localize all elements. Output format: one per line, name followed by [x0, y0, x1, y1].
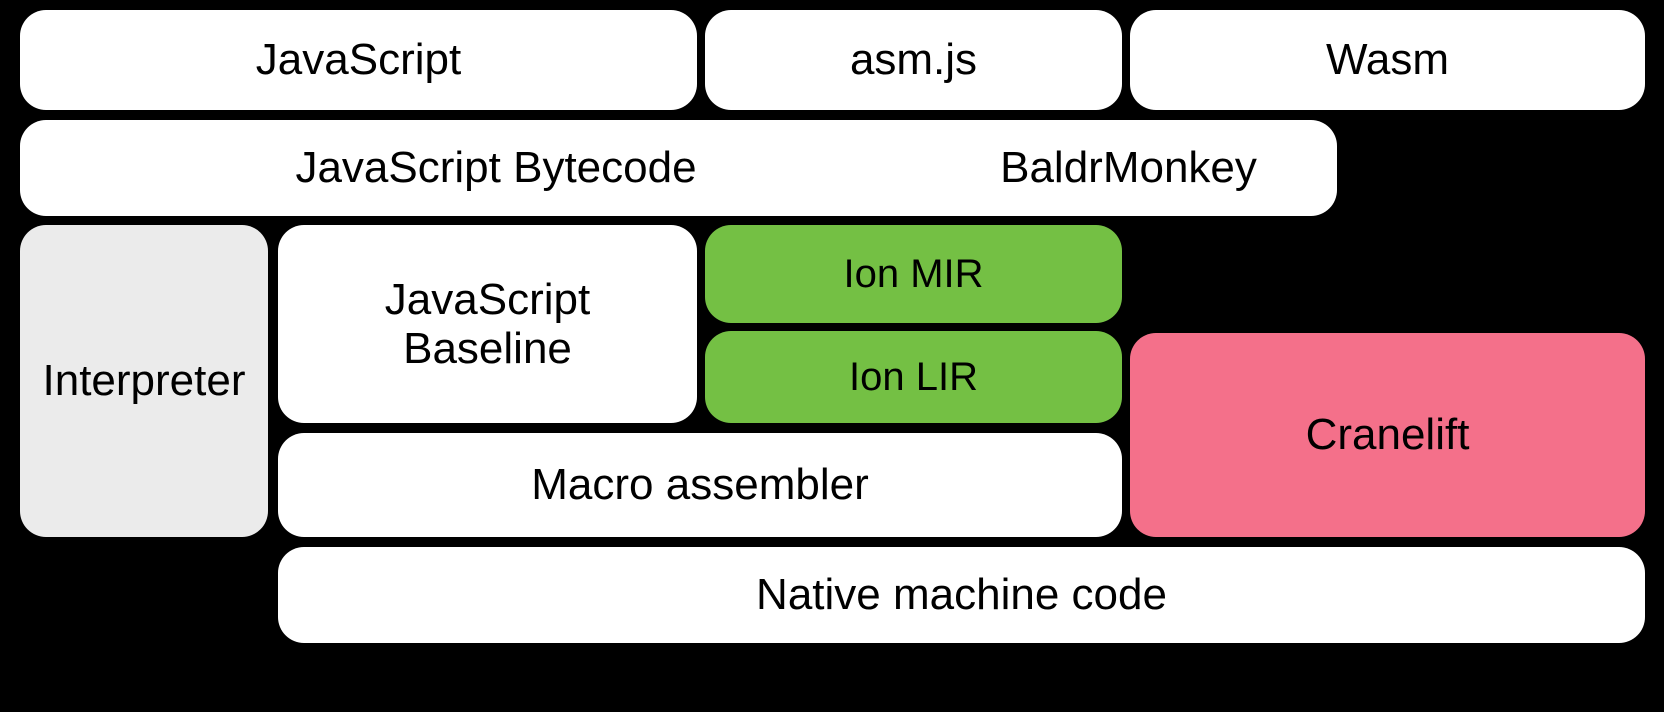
- node-wasm: Wasm: [1130, 10, 1645, 110]
- node-baldrmonkey: BaldrMonkey: [920, 120, 1337, 216]
- node-ion-mir: Ion MIR: [705, 225, 1122, 323]
- node-label-native-machine-code: Native machine code: [756, 570, 1167, 620]
- node-label-ion-mir: Ion MIR: [843, 251, 984, 296]
- node-label-javascript: JavaScript: [255, 35, 462, 85]
- node-asmjs: asm.js: [705, 10, 1122, 110]
- node-cranelift: Cranelift: [1130, 333, 1645, 537]
- node-label-interpreter: Interpreter: [42, 356, 246, 406]
- node-label-js-bytecode: JavaScript Bytecode: [295, 143, 697, 193]
- node-label-baldrmonkey: BaldrMonkey: [1000, 143, 1257, 193]
- node-macro-assembler: Macro assembler: [278, 433, 1122, 537]
- node-label-js-baseline: JavaScript Baseline: [384, 274, 591, 373]
- node-label-wasm: Wasm: [1325, 35, 1450, 85]
- node-label-cranelift: Cranelift: [1305, 410, 1470, 460]
- node-interpreter: Interpreter: [20, 225, 268, 537]
- node-label-macro-assembler: Macro assembler: [531, 460, 869, 510]
- node-js-baseline: JavaScript Baseline: [278, 225, 697, 423]
- node-native-machine-code: Native machine code: [278, 547, 1645, 643]
- node-label-ion-lir: Ion LIR: [849, 354, 978, 399]
- node-label-asmjs: asm.js: [849, 35, 978, 85]
- node-javascript: JavaScript: [20, 10, 697, 110]
- node-js-bytecode: JavaScript Bytecode: [20, 120, 972, 216]
- node-ion-lir: Ion LIR: [705, 331, 1122, 423]
